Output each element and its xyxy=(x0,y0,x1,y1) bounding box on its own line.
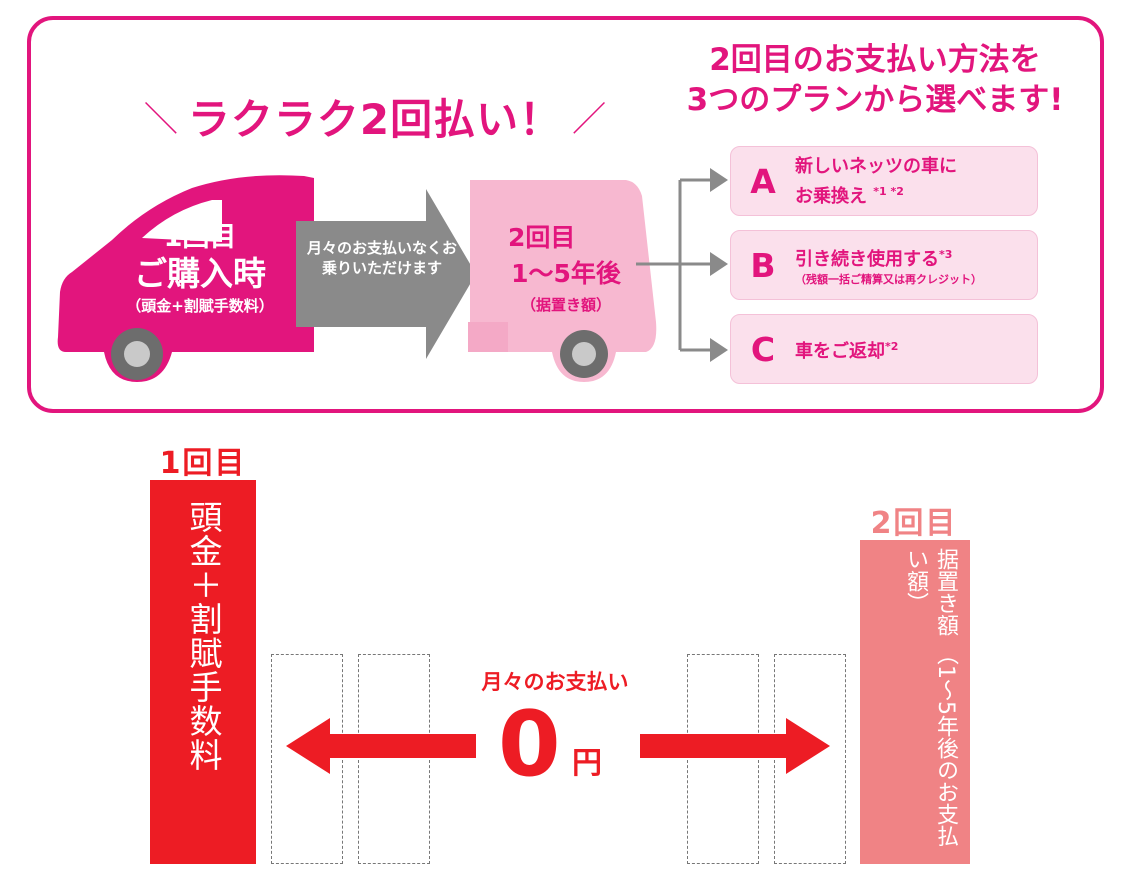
second-payment-line2: （1〜5年後のお支払い額） xyxy=(903,548,958,847)
second-car-line3: （据置き額） xyxy=(520,296,611,314)
left-arrow-icon xyxy=(286,718,476,774)
headline-slash-right: ／ xyxy=(572,99,607,140)
plan-b-text: 引き続き使用する*3 （残額一括ご精算又は再クレジット） xyxy=(795,242,982,288)
plan-b-line1: 引き続き使用する xyxy=(795,249,939,270)
empty-month-box xyxy=(774,654,846,864)
second-car-label: 2回目 1〜5年後 （据置き額） xyxy=(486,222,646,316)
plan-heading-line1: 2回目のお支払い方法を xyxy=(709,42,1041,78)
empty-month-box xyxy=(358,654,430,864)
first-payment-label: 1回目 xyxy=(159,446,247,481)
headline-title: ラクラク2回払い！ xyxy=(187,94,563,144)
second-payment-bar-text: 据置き額 （1〜5年後のお支払い額） xyxy=(872,548,960,858)
monthly-amount: 0 xyxy=(498,692,561,797)
second-car-icon xyxy=(468,180,657,382)
monthly-unit: 円 xyxy=(572,746,602,781)
second-payment-line1: 据置き額 xyxy=(933,548,958,636)
plan-c-box: C 車をご返却*2 xyxy=(730,314,1038,384)
second-payment-label: 2回目 xyxy=(870,506,958,541)
monthly-payment-label: 月々のお支払い xyxy=(481,670,629,694)
second-payment-bar xyxy=(860,540,970,864)
monthly-arrow-icon xyxy=(296,189,476,359)
plan-heading: 2回目のお支払い方法を 3つのプランから選べます! xyxy=(660,40,1090,120)
headline: ＼ ラクラク2回払い！ ／ xyxy=(130,86,620,146)
first-car-line1: 1回目 xyxy=(163,222,237,253)
plan-c-marks: *2 xyxy=(885,340,899,353)
plan-a-box: A 新しいネッツの車に お乗換え *1 *2 xyxy=(730,146,1038,216)
monthly-arrow-text: 月々のお支払いなくお乗りいただけます xyxy=(306,239,457,277)
first-payment-bar-text: 頭金＋割賦手数料 xyxy=(184,500,223,772)
headline-slash-left: ＼ xyxy=(143,99,178,140)
first-car-label: 1回目 ご購入時 （頭金+割賦手数料） xyxy=(100,222,300,318)
second-car-line1: 2回目 xyxy=(508,223,576,252)
plan-a-marks: *1 *2 xyxy=(873,184,904,198)
branch-connector-icon xyxy=(636,168,728,362)
right-arrow-icon xyxy=(640,718,830,774)
plan-heading-line2: 3つのプランから選べます! xyxy=(686,82,1064,118)
plan-b-marks: *3 xyxy=(939,248,953,261)
plan-a-text: 新しいネッツの車に お乗換え *1 *2 xyxy=(795,154,957,209)
first-car-line2: ご購入時 xyxy=(134,254,266,293)
first-car-icon xyxy=(57,175,315,382)
first-payment-bar xyxy=(150,480,256,864)
plan-b-letter: B xyxy=(750,245,776,285)
plan-c-line1: 車をご返却 xyxy=(795,341,885,362)
plan-b-note: （残額一括ご精算又は再クレジット） xyxy=(795,273,982,286)
plan-a-line1: 新しいネッツの車に xyxy=(795,155,957,177)
plan-a-letter: A xyxy=(750,161,776,201)
empty-month-box xyxy=(687,654,759,864)
plan-c-text: 車をご返却*2 xyxy=(795,334,898,364)
second-car-line2: 1〜5年後 xyxy=(511,259,621,288)
empty-month-box xyxy=(271,654,343,864)
plan-a-line2: お乗換え xyxy=(795,185,867,207)
first-car-line3: （頭金+割賦手数料） xyxy=(126,297,274,315)
plan-b-box: B 引き続き使用する*3 （残額一括ご精算又は再クレジット） xyxy=(730,230,1038,300)
plan-c-letter: C xyxy=(750,329,776,369)
